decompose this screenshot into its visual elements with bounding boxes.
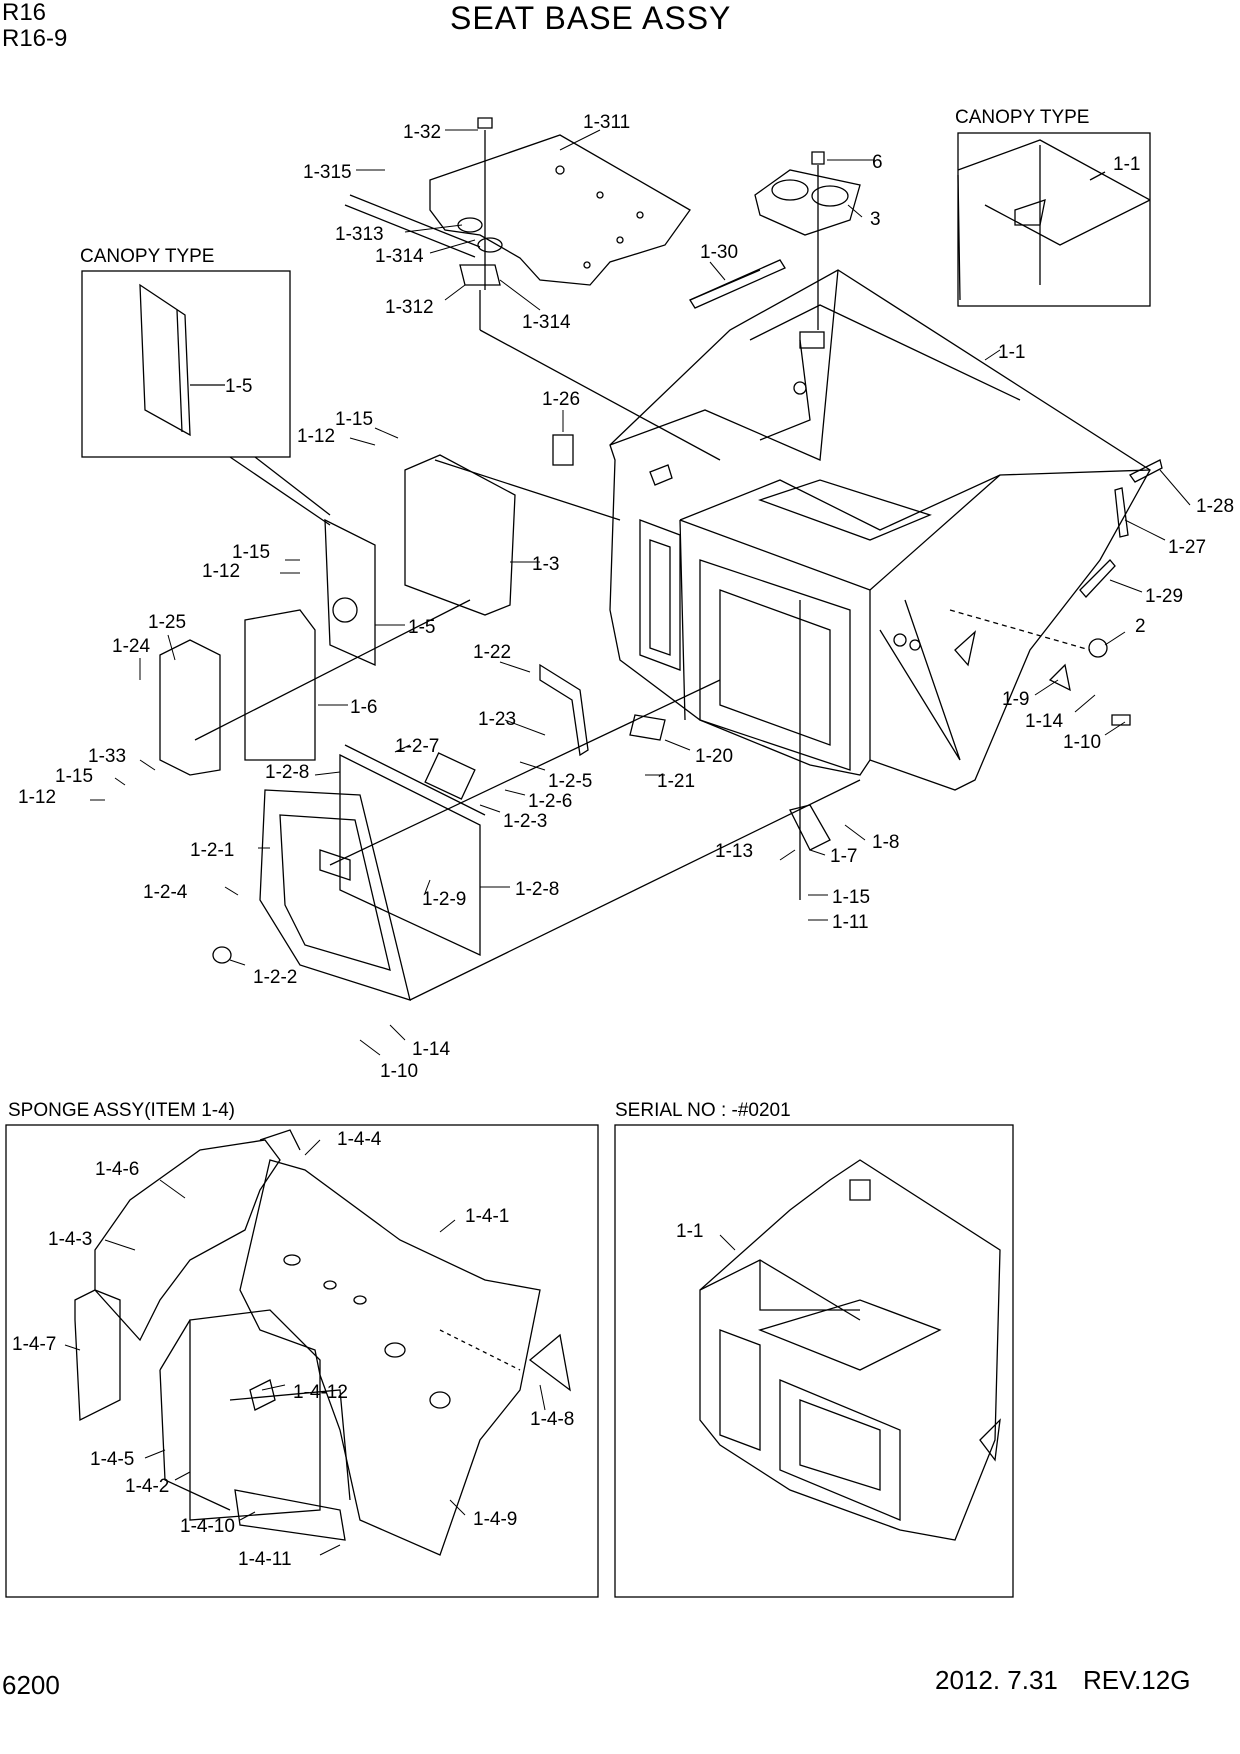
serial-frame-view [699, 1159, 1001, 1541]
sponge-assy-title: SPONGE ASSY(ITEM 1-4) [8, 1100, 235, 1121]
bracket-1-6 [244, 609, 316, 761]
model-code: R16 [2, 0, 47, 26]
callout-canopy-1-5: 1-5 [225, 376, 252, 397]
callout-1-3: 1-3 [532, 554, 559, 575]
canopy-frame-detail [957, 139, 1151, 301]
callout-1-1: 1-1 [998, 342, 1025, 363]
lid-plate [429, 134, 691, 286]
callout-1-15-d: 1-15 [832, 887, 870, 908]
callout-1-4-5: 1-4-5 [90, 1449, 134, 1470]
seat-base-frame [609, 269, 1151, 791]
callout-1-8: 1-8 [872, 832, 899, 853]
callout-1-14-a: 1-14 [412, 1039, 450, 1060]
callout-1-313: 1-313 [335, 224, 384, 245]
main-callouts: 1-32 1-311 1-315 1-313 1-314 1-312 1-314… [18, 112, 1234, 1082]
callout-1-12-b: 1-12 [202, 561, 240, 582]
page-number: 6200 [2, 1670, 60, 1700]
callout-6: 6 [872, 152, 883, 173]
callout-1-2-8-a: 1-2-8 [265, 762, 309, 783]
section-code: R16-9 [2, 25, 68, 52]
callout-1-30: 1-30 [700, 242, 738, 263]
cup-holder [754, 169, 861, 236]
callout-serial-1-1: 1-1 [676, 1221, 703, 1242]
callout-1-13: 1-13 [715, 841, 753, 862]
canopy-left-title: CANOPY TYPE [80, 246, 215, 267]
sponge-assembly [74, 1129, 571, 1556]
page-title: SEAT BASE ASSY [450, 0, 732, 36]
callout-1-4-8: 1-4-8 [530, 1409, 574, 1430]
leader-lines [90, 129, 1191, 1056]
callout-1-5: 1-5 [408, 617, 435, 638]
callout-1-4-1: 1-4-1 [465, 1206, 509, 1227]
callout-1-4-4: 1-4-4 [337, 1129, 382, 1150]
callout-1-15-a: 1-15 [335, 409, 373, 430]
callout-1-314-b: 1-314 [522, 312, 571, 333]
callout-1-6: 1-6 [350, 697, 377, 718]
callout-1-4-3: 1-4-3 [48, 1229, 92, 1250]
callout-1-33: 1-33 [88, 746, 126, 767]
callout-1-9: 1-9 [1002, 689, 1029, 710]
callout-1-311: 1-311 [583, 112, 630, 133]
callout-1-14-b: 1-14 [1025, 711, 1063, 732]
callout-1-2-9: 1-2-9 [422, 889, 466, 910]
callout-1-20: 1-20 [695, 746, 733, 767]
callout-1-2-7: 1-2-7 [395, 736, 439, 757]
callout-1-4-2: 1-4-2 [125, 1476, 169, 1497]
callout-1-4-7: 1-4-7 [12, 1334, 56, 1355]
callout-1-7: 1-7 [830, 846, 857, 867]
callout-1-2-5: 1-2-5 [548, 771, 592, 792]
revision-code: REV.12G [1083, 1665, 1191, 1695]
callout-1-312: 1-312 [385, 297, 434, 318]
callout-1-22: 1-22 [473, 642, 511, 663]
callout-1-10-a: 1-10 [380, 1061, 418, 1082]
callout-1-10-b: 1-10 [1063, 732, 1101, 753]
callout-1-12-a: 1-12 [297, 426, 335, 447]
serial-no-title: SERIAL NO : -#0201 [615, 1100, 791, 1121]
callout-1-12-c: 1-12 [18, 787, 56, 808]
callout-1-4-9: 1-4-9 [473, 1509, 517, 1530]
callout-1-2-6: 1-2-6 [528, 791, 572, 812]
bracket-1-25 [159, 639, 221, 776]
callout-1-27: 1-27 [1168, 537, 1206, 558]
callout-1-25: 1-25 [148, 612, 186, 633]
canopy-plate-1-5 [139, 283, 191, 437]
canopy-left-frame [81, 270, 291, 458]
drawer-1-2 [259, 789, 411, 1001]
callout-1-314-a: 1-314 [375, 246, 424, 267]
callout-1-2-1: 1-2-1 [190, 840, 234, 861]
callout-1-24: 1-24 [112, 636, 150, 657]
callout-1-315: 1-315 [303, 162, 352, 183]
callout-1-2-2: 1-2-2 [253, 967, 297, 988]
bracket-1-3 [404, 454, 516, 616]
callout-1-26: 1-26 [542, 389, 580, 410]
plate-1-5 [324, 518, 376, 667]
callout-1-32: 1-32 [403, 122, 441, 143]
callout-1-4-12: 1-4-12 [293, 1382, 348, 1403]
callout-1-2-4: 1-2-4 [143, 882, 188, 903]
callout-3: 3 [870, 209, 881, 230]
callout-1-4-10: 1-4-10 [180, 1516, 235, 1537]
callout-2: 2 [1135, 616, 1146, 637]
callout-1-2-8-b: 1-2-8 [515, 879, 559, 900]
callout-1-23: 1-23 [478, 709, 516, 730]
callout-1-15-c: 1-15 [55, 766, 93, 787]
callout-1-4-11: 1-4-11 [238, 1549, 292, 1570]
callout-canopy-1-1: 1-1 [1113, 154, 1140, 175]
canopy-right-title: CANOPY TYPE [955, 107, 1090, 128]
callout-1-11: 1-11 [832, 912, 869, 933]
revision-date: 2012. 7.31 [935, 1665, 1058, 1695]
callout-1-21: 1-21 [657, 771, 695, 792]
callout-1-2-3: 1-2-3 [503, 811, 547, 832]
callout-1-15-b: 1-15 [232, 542, 270, 563]
callout-1-4-6: 1-4-6 [95, 1159, 139, 1180]
serial-frame [614, 1124, 1014, 1598]
callout-1-28: 1-28 [1196, 496, 1234, 517]
canopy-right-frame [957, 132, 1151, 307]
sponge-frame [5, 1124, 599, 1598]
callout-1-29: 1-29 [1145, 586, 1183, 607]
